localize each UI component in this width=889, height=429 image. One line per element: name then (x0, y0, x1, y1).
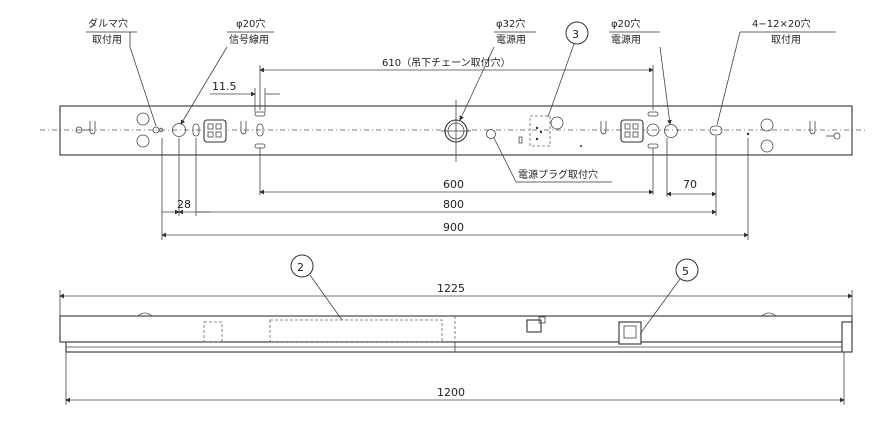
left-keyhole-icon (75, 126, 90, 134)
dim-70: 70 (666, 136, 717, 197)
side-endcap (841, 321, 853, 353)
phi32-label: φ32穴 (496, 17, 525, 30)
dim-11-5: 11.5 (210, 80, 280, 112)
dim-900: 900 (161, 138, 749, 240)
callout-2: 2 (290, 254, 343, 321)
left-hole-bottom (136, 134, 150, 148)
phi20-signal-label: φ20穴 (236, 17, 265, 30)
callout-2-number: 2 (297, 261, 304, 274)
right-hole-top (760, 118, 774, 132)
phi20-power-sub-label: 電源用 (611, 33, 641, 46)
left-hole-top (136, 112, 150, 126)
dim-1200: 1200 (65, 352, 845, 405)
side-dashed-part (203, 321, 223, 343)
side-view: 2 5 1225 1200 (59, 254, 853, 405)
mount-slot (709, 125, 723, 136)
dim-800: 800 (178, 196, 717, 216)
callout-3: 3 (547, 21, 589, 118)
dim-610-label: 610（吊下チェーン取付穴） (382, 56, 511, 69)
signal-wire-label: 信号線用 (229, 33, 269, 46)
dim-1200-label: 1200 (437, 386, 465, 399)
left-clip2-icon (240, 121, 247, 135)
label-daruma: ダルマ穴 取付用 (86, 17, 157, 127)
left-clip-icon (89, 121, 96, 135)
daruma-label: ダルマ穴 (88, 17, 128, 30)
left-connector-icon (203, 119, 227, 143)
power-hole-32 (441, 100, 471, 162)
right-connector-icon (620, 119, 644, 143)
dim-900-label: 900 (443, 221, 464, 234)
top-view: ダルマ穴 取付用 φ20穴 信号線用 φ32穴 電源用 3 φ20穴 (40, 17, 868, 240)
label-phi20-signal: φ20穴 信号線用 (180, 17, 274, 125)
dim-600-label: 600 (443, 178, 464, 191)
plug-hole-label: 電源プラグ取付穴 (518, 168, 598, 181)
dot-marker (746, 132, 750, 136)
right-clip2-icon (809, 121, 816, 135)
daruma-mount-label: 取付用 (92, 33, 122, 46)
daruma-hole-icon (152, 126, 164, 134)
callout-5-number: 5 (682, 265, 689, 278)
right-hole-bottom (760, 139, 774, 153)
label-plug-hole: 電源プラグ取付穴 (493, 137, 612, 183)
callout-3-number: 3 (572, 28, 579, 41)
slot-mount-label: 取付用 (771, 33, 801, 46)
signal-hole (172, 123, 186, 137)
left-slot (192, 123, 200, 137)
dim-1225-label: 1225 (437, 282, 465, 295)
dim-70-label: 70 (683, 178, 697, 191)
dim-28-label: 28 (177, 198, 191, 211)
right-keyhole-icon (826, 132, 841, 140)
dim-610: 610（吊下チェーン取付穴） (259, 56, 654, 110)
side-plug-icon (526, 316, 546, 333)
part-3-outline (518, 115, 582, 147)
plug-hole (486, 129, 496, 139)
slot-holes-label: 4−12×20穴 (752, 17, 811, 30)
label-slot-holes: 4−12×20穴 取付用 (716, 17, 836, 126)
side-body (59, 315, 853, 343)
label-phi32: φ32穴 電源用 (459, 17, 536, 121)
dim-800-label: 800 (443, 198, 464, 211)
part-5-box (618, 321, 642, 345)
phi32-power-label: 電源用 (496, 33, 526, 46)
right-clip-icon (600, 121, 607, 135)
label-phi20-power: φ20穴 電源用 (609, 17, 672, 125)
part-2-outline (269, 319, 443, 343)
dim-600: 600 (259, 148, 654, 195)
callout-5: 5 (639, 258, 699, 335)
dim-1225: 1225 (59, 282, 853, 318)
phi20-power-label: φ20穴 (611, 17, 640, 30)
dim-11-5-label: 11.5 (212, 80, 237, 93)
